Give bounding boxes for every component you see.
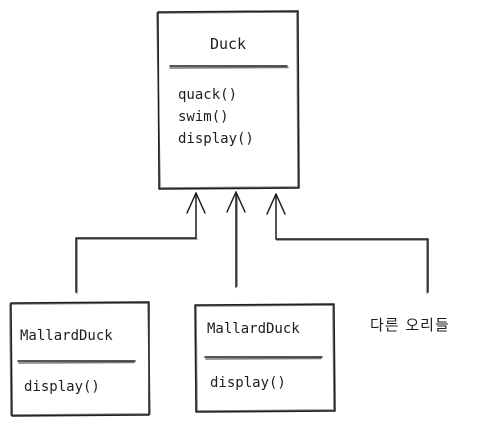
mallard-duck-2-class-name: MallardDuck <box>207 321 300 337</box>
duck-method-display: display() <box>178 131 254 147</box>
arrowhead-middle-icon <box>226 191 246 213</box>
inheritance-arrow-right <box>266 193 429 294</box>
inheritance-arrow-middle <box>226 191 246 288</box>
arrowhead-left-icon <box>186 192 206 214</box>
mallard-duck-1-method-display: display() <box>24 379 100 395</box>
duck-method-quack: quack() <box>178 87 237 103</box>
duck-method-swim: swim() <box>178 109 229 125</box>
mallard-duck-class-box-1[interactable]: MallardDuck display() <box>9 301 151 417</box>
mallard-duck-1-class-name: MallardDuck <box>20 328 113 344</box>
arrowhead-right-icon <box>266 193 286 215</box>
duck-class-name: Duck <box>210 35 246 53</box>
other-ducks-label: 다른 오리들 <box>370 316 450 334</box>
mallard-duck-2-method-display: display() <box>210 375 286 391</box>
mallard-duck-class-box-2[interactable]: MallardDuck display() <box>194 303 336 413</box>
inheritance-arrow-left <box>75 192 206 294</box>
duck-class-box[interactable]: Duck quack() swim() display() <box>156 10 300 190</box>
